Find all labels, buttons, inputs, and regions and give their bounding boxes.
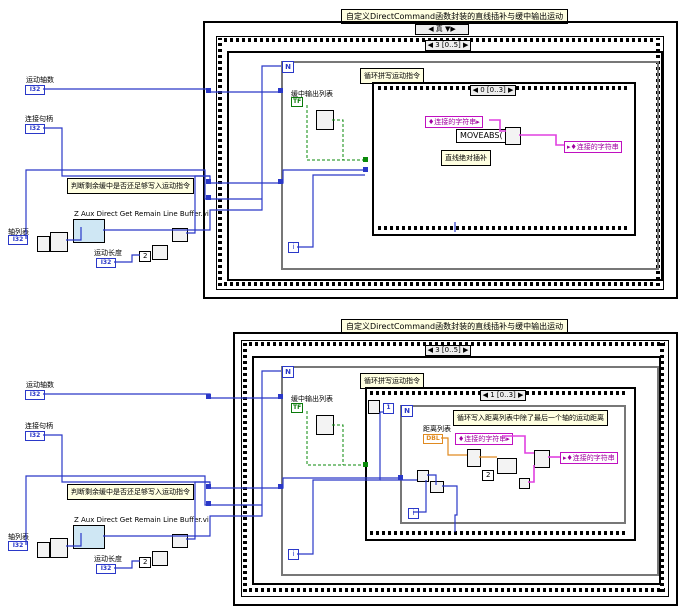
diagram1-title: 自定义DirectCommand函数封装的直线插补与缓中输出运动 [341,9,569,24]
result-string-output: ▸♦连接的字符串 [564,141,622,153]
axis-count-control-2[interactable]: I32 [25,390,45,400]
result-string-output-2: ▸♦连接的字符串 [560,452,618,464]
compare-node [172,228,188,242]
subvi-name-2: Z Aux Direct Get Remain Line Buffer.vi [74,516,209,524]
compare-node-3 [172,534,188,548]
sequence-frame [216,36,664,290]
add-node [417,470,429,482]
index-array-node-2 [467,449,481,467]
inner-frame-selector[interactable]: ◀ 0 [0..3] ▶ [470,85,516,96]
string-icon: ♦ [566,454,573,462]
concat-string-input: ♦连接的字符串▸ [425,116,483,128]
subvi-icon-2[interactable] [73,525,105,549]
film-left [218,38,222,286]
inner-frame-2 [252,356,661,585]
sequence-frame-2 [241,340,669,597]
handle-label-2: 连接句柄 [25,422,53,430]
const-2: 2 [139,251,152,262]
case-selector[interactable]: ◀ 真 ▼▶ [415,24,469,35]
inner-frame-selector-2[interactable]: ◀ 1 [0..3] ▶ [480,390,526,401]
concat-strings-node [505,127,521,145]
film-bottom [218,282,660,286]
axis-list-label: 轴列表 [8,228,29,236]
remain-comment: 判断剩余缓中是否还足够写入运动指令 [67,178,194,194]
const-2-2: 2 [139,557,152,568]
inner-sequence [372,82,636,236]
case-structure [203,21,678,299]
index-node-2 [37,542,50,558]
inner-film-bottom-2 [370,531,628,535]
string-icon: ♦ [458,435,465,443]
axis-count-control[interactable]: I32 [25,85,45,95]
concat-string-input-2: ♦连接的字符串▸ [455,433,513,445]
inner-loop-iteration: i [408,508,419,519]
motion-length-label-2: 运动长度 [94,555,122,563]
motion-length-control-2[interactable]: I32 [96,564,116,574]
loop-count-terminal: N [282,61,294,73]
axis-list-label-2: 轴列表 [8,533,29,541]
distance-list-control[interactable]: DBL [423,434,443,444]
string-icon: ♦ [570,143,577,151]
buffer-out-label-2: 缓中输出列表 [291,395,333,403]
buffer-out-label: 缓中输出列表 [291,90,333,98]
index-node [37,236,50,252]
string-icon: ♦ [428,118,435,126]
inner-for-loop [400,405,626,524]
for-loop [281,61,659,270]
distance-list-label: 距离列表 [423,425,451,433]
multiply-node-2 [152,551,168,566]
const-2-inner: 2 [482,470,495,481]
inner-frame [227,51,663,281]
film-top-2 [243,342,665,346]
loop-count-terminal-2: N [282,366,294,378]
array-size-node-2 [50,538,68,558]
abs-interp-comment: 直线绝对插补 [441,150,491,166]
motion-length-label: 运动长度 [94,249,122,257]
bool-const-2: TF [291,403,304,413]
compare-node-2 [430,481,444,493]
frame-selector[interactable]: ◀ 3 [0..5] ▶ [425,40,471,51]
concat-strings-node-2 [534,450,550,468]
number-to-string-node [497,458,517,474]
for-loop-2 [281,366,659,576]
film-left-2 [243,342,247,592]
axis-list-control-2[interactable]: I32 [8,541,28,551]
axis-count-label-2: 运动轴数 [26,381,54,389]
bool-const: TF [291,97,304,107]
remain-comment-2: 判断剩余缓中是否还足够写入运动指令 [67,484,194,500]
multiply-node [152,245,168,260]
string-const-node [519,478,530,489]
subvi-name: Z Aux Direct Get Remain Line Buffer.vi [74,210,209,218]
frame-selector-2[interactable]: ◀ 3 [0..5] ▶ [425,345,471,356]
film-bottom-2 [243,588,665,592]
axis-list-control[interactable]: I32 [8,235,28,245]
case-structure-2 [233,332,678,606]
subvi-icon[interactable] [73,219,105,243]
inner-film-bottom [378,226,628,230]
array-size-node [50,232,68,252]
film-right-2 [660,342,664,592]
motion-length-control[interactable]: I32 [96,258,116,268]
handle-label: 连接句柄 [25,115,53,123]
subtract-node [368,400,380,414]
inner-loop-count: N [401,405,413,417]
inner-comment: 循环写入距离列表中除了最后一个轴的运动距离 [453,410,608,426]
handle-control-2[interactable]: I32 [25,431,45,441]
one-const: 1 [383,403,394,414]
handle-control[interactable]: I32 [25,124,45,134]
axis-count-label: 运动轴数 [26,76,54,84]
